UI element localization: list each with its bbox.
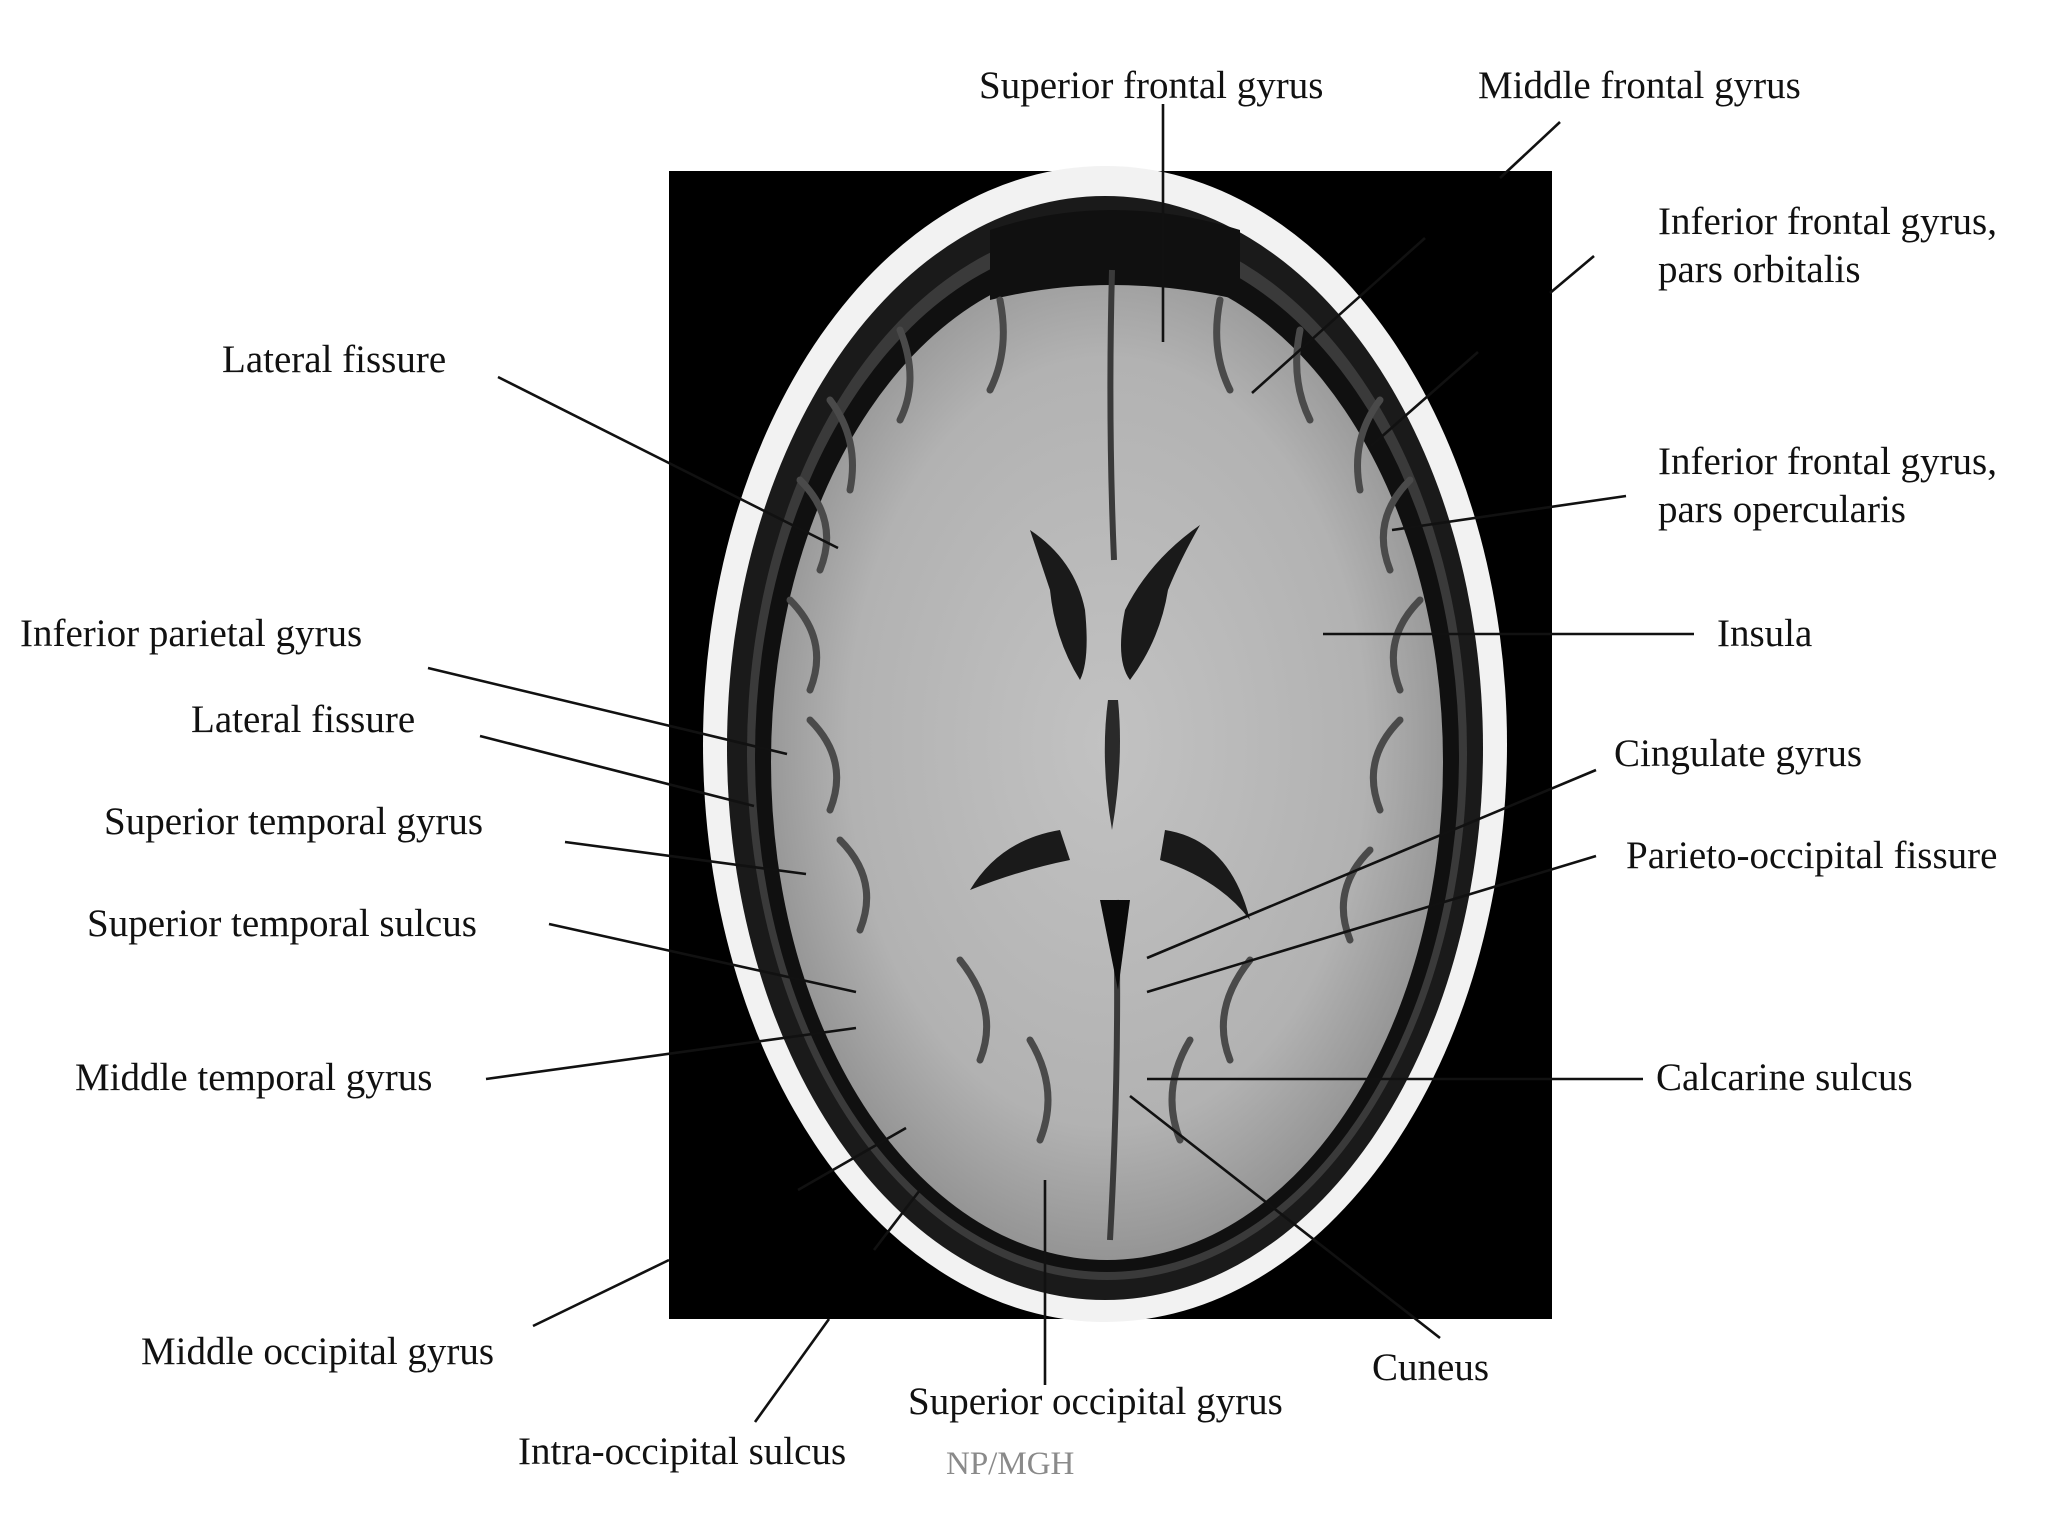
label-cingulate-gyrus: Cingulate gyrus [1614,732,1863,775]
label-insula: Insula [1717,612,1813,655]
label-parieto-occipital-fissure: Parieto-occipital fissure [1626,834,1998,877]
label-superior-frontal-gyrus: Superior frontal gyrus [979,64,1324,107]
left-frontal-horn [1030,530,1087,680]
leader-line-middle-frontal-gyrus-inner [1251,237,1426,394]
leader-line-middle-occipital-gyrus-inner [797,1126,907,1192]
mri-axial-slice-image [669,166,1552,1322]
label-middle-frontal-gyrus: Middle frontal gyrus [1478,64,1801,107]
label-inferior-frontal-gyrus-opercularis-line2: pars opercularis [1658,488,1906,531]
left-occipital-horn [970,830,1070,890]
leader-line-cingulate-gyrus [1146,768,1597,960]
label-calcarine-sulcus: Calcarine sulcus [1656,1056,1913,1099]
leader-line-cuneus [1129,1094,1441,1340]
label-lateral-fissure-lower: Lateral fissure [191,698,416,741]
leader-line-superior-temporal-gyrus [564,840,807,876]
leader-line-lateral-fissure-lower [479,734,755,808]
leader-line-middle-frontal-gyrus [1499,121,1561,179]
label-superior-temporal-gyrus: Superior temporal gyrus [104,800,484,843]
label-lateral-fissure-upper: Lateral fissure [222,338,447,381]
leader-line-inferior-frontal-orbitalis [1549,255,1595,294]
label-middle-occipital-gyrus: Middle occipital gyrus [141,1330,495,1373]
frontal-sinus [990,210,1240,300]
leader-lines [427,104,1694,1423]
label-inferior-frontal-gyrus-orbitalis-line1: Inferior frontal gyrus, [1658,200,1997,243]
label-cuneus: Cuneus [1372,1346,1489,1389]
leader-line-middle-occipital-gyrus [532,1258,670,1328]
right-occipital-horn [1160,830,1250,920]
leader-line-superior-temporal-sulcus [548,922,857,994]
leader-line-parieto-occipital-fissure [1146,854,1597,994]
leader-line-intra-occipital-sulcus [753,1318,831,1423]
label-inferior-frontal-gyrus-opercularis-line1: Inferior frontal gyrus, [1658,440,1997,483]
leader-line-inferior-frontal-opercularis [1391,494,1627,532]
cortical-sulci [786,296,1424,1144]
label-superior-temporal-sulcus: Superior temporal sulcus [87,902,477,945]
parieto-occipital-dark-wedge [1100,900,1130,990]
right-frontal-horn [1121,525,1200,680]
label-intra-occipital-sulcus: Intra-occipital sulcus [518,1430,847,1473]
leader-line-inferior-parietal-gyrus [427,666,788,756]
image-credit: NP/MGH [946,1446,1075,1482]
label-inferior-frontal-gyrus-orbitalis-line2: pars orbitalis [1658,248,1861,291]
leader-line-inferior-frontal-orbitalis-inner [1370,351,1479,447]
third-ventricle [1104,700,1120,830]
label-inferior-parietal-gyrus: Inferior parietal gyrus [20,612,363,655]
label-middle-temporal-gyrus: Middle temporal gyrus [75,1056,433,1099]
label-superior-occipital-gyrus: Superior occipital gyrus [908,1380,1283,1423]
leader-line-intra-occipital-sulcus-inner [872,1189,922,1251]
interhemispheric-fissure [1107,269,1117,561]
leader-line-middle-temporal-gyrus [485,1026,857,1081]
leader-line-lateral-fissure-upper [497,375,839,550]
